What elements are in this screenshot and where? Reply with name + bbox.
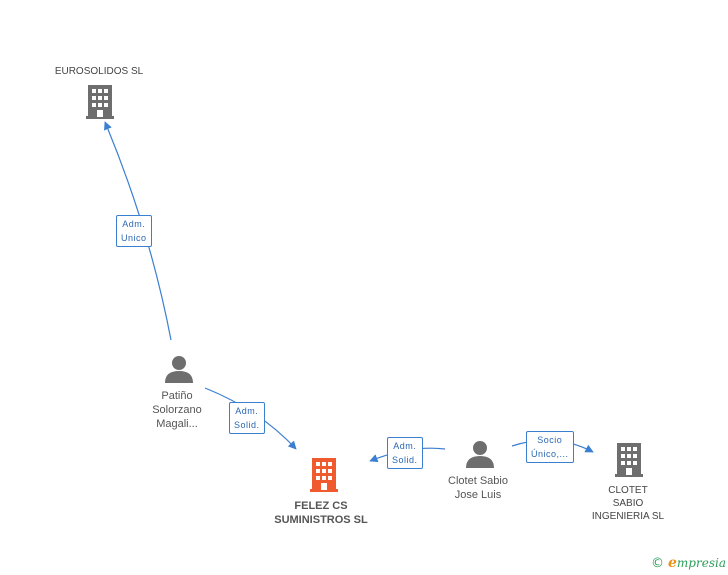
clotet-company-line3: INGENIERIA SL	[591, 511, 665, 522]
copyright-symbol: ©	[651, 556, 664, 571]
eurosolidos-name: EUROSOLIDOS SL	[54, 66, 144, 77]
edge-label-adm-solid-patino[interactable]: Adm. Solid.	[229, 402, 265, 434]
adm-unico-line1: Adm.	[122, 219, 146, 229]
empresia-logo[interactable]: © empresia	[651, 555, 726, 571]
clotet-person-line2: Jose Luis	[454, 489, 502, 501]
socio-unico-line2: Único,...	[531, 449, 569, 459]
adm-solid-clotet-line2: Solid.	[392, 455, 418, 465]
person-icon-patino	[165, 356, 193, 383]
node-label-felez[interactable]: FELEZ CS SUMINISTROS SL	[262, 499, 380, 527]
edge-label-adm-unico[interactable]: Adm. Unico	[116, 215, 152, 247]
felez-line1: FELEZ CS	[294, 500, 348, 512]
adm-solid-clotet-line1: Adm.	[393, 441, 417, 451]
edge-label-socio-unico[interactable]: Socio Único,...	[526, 431, 574, 463]
node-label-clotet-company[interactable]: CLOTET SABIO INGENIERIA SL	[582, 484, 674, 523]
node-label-clotet-person[interactable]: Clotet Sabio Jose Luis	[432, 474, 524, 502]
node-label-eurosolidos[interactable]: EUROSOLIDOS SL	[40, 65, 158, 78]
brand-rest: mpresia	[676, 556, 726, 570]
patino-line2: Solorzano	[152, 404, 202, 416]
building-icon-felez	[310, 458, 338, 492]
socio-unico-line1: Socio	[537, 435, 563, 445]
clotet-person-line1: Clotet Sabio	[448, 475, 508, 487]
patino-line3: Magali...	[156, 418, 198, 430]
felez-line2: SUMINISTROS SL	[274, 514, 368, 526]
node-label-patino[interactable]: Patiño Solorzano Magali...	[130, 389, 224, 431]
patino-line1: Patiño	[161, 390, 193, 402]
building-icon-eurosolidos	[86, 85, 114, 119]
brand-initial: e	[668, 555, 677, 571]
person-icon-clotet	[466, 441, 494, 468]
edge-label-adm-solid-clotet[interactable]: Adm. Solid.	[387, 437, 423, 469]
adm-unico-line2: Unico	[121, 233, 147, 243]
clotet-company-line2: SABIO	[612, 498, 644, 509]
building-icon-clotet-company	[615, 443, 643, 477]
adm-solid-patino-line1: Adm.	[235, 406, 259, 416]
clotet-company-line1: CLOTET	[608, 485, 648, 496]
adm-solid-patino-line2: Solid.	[234, 420, 260, 430]
